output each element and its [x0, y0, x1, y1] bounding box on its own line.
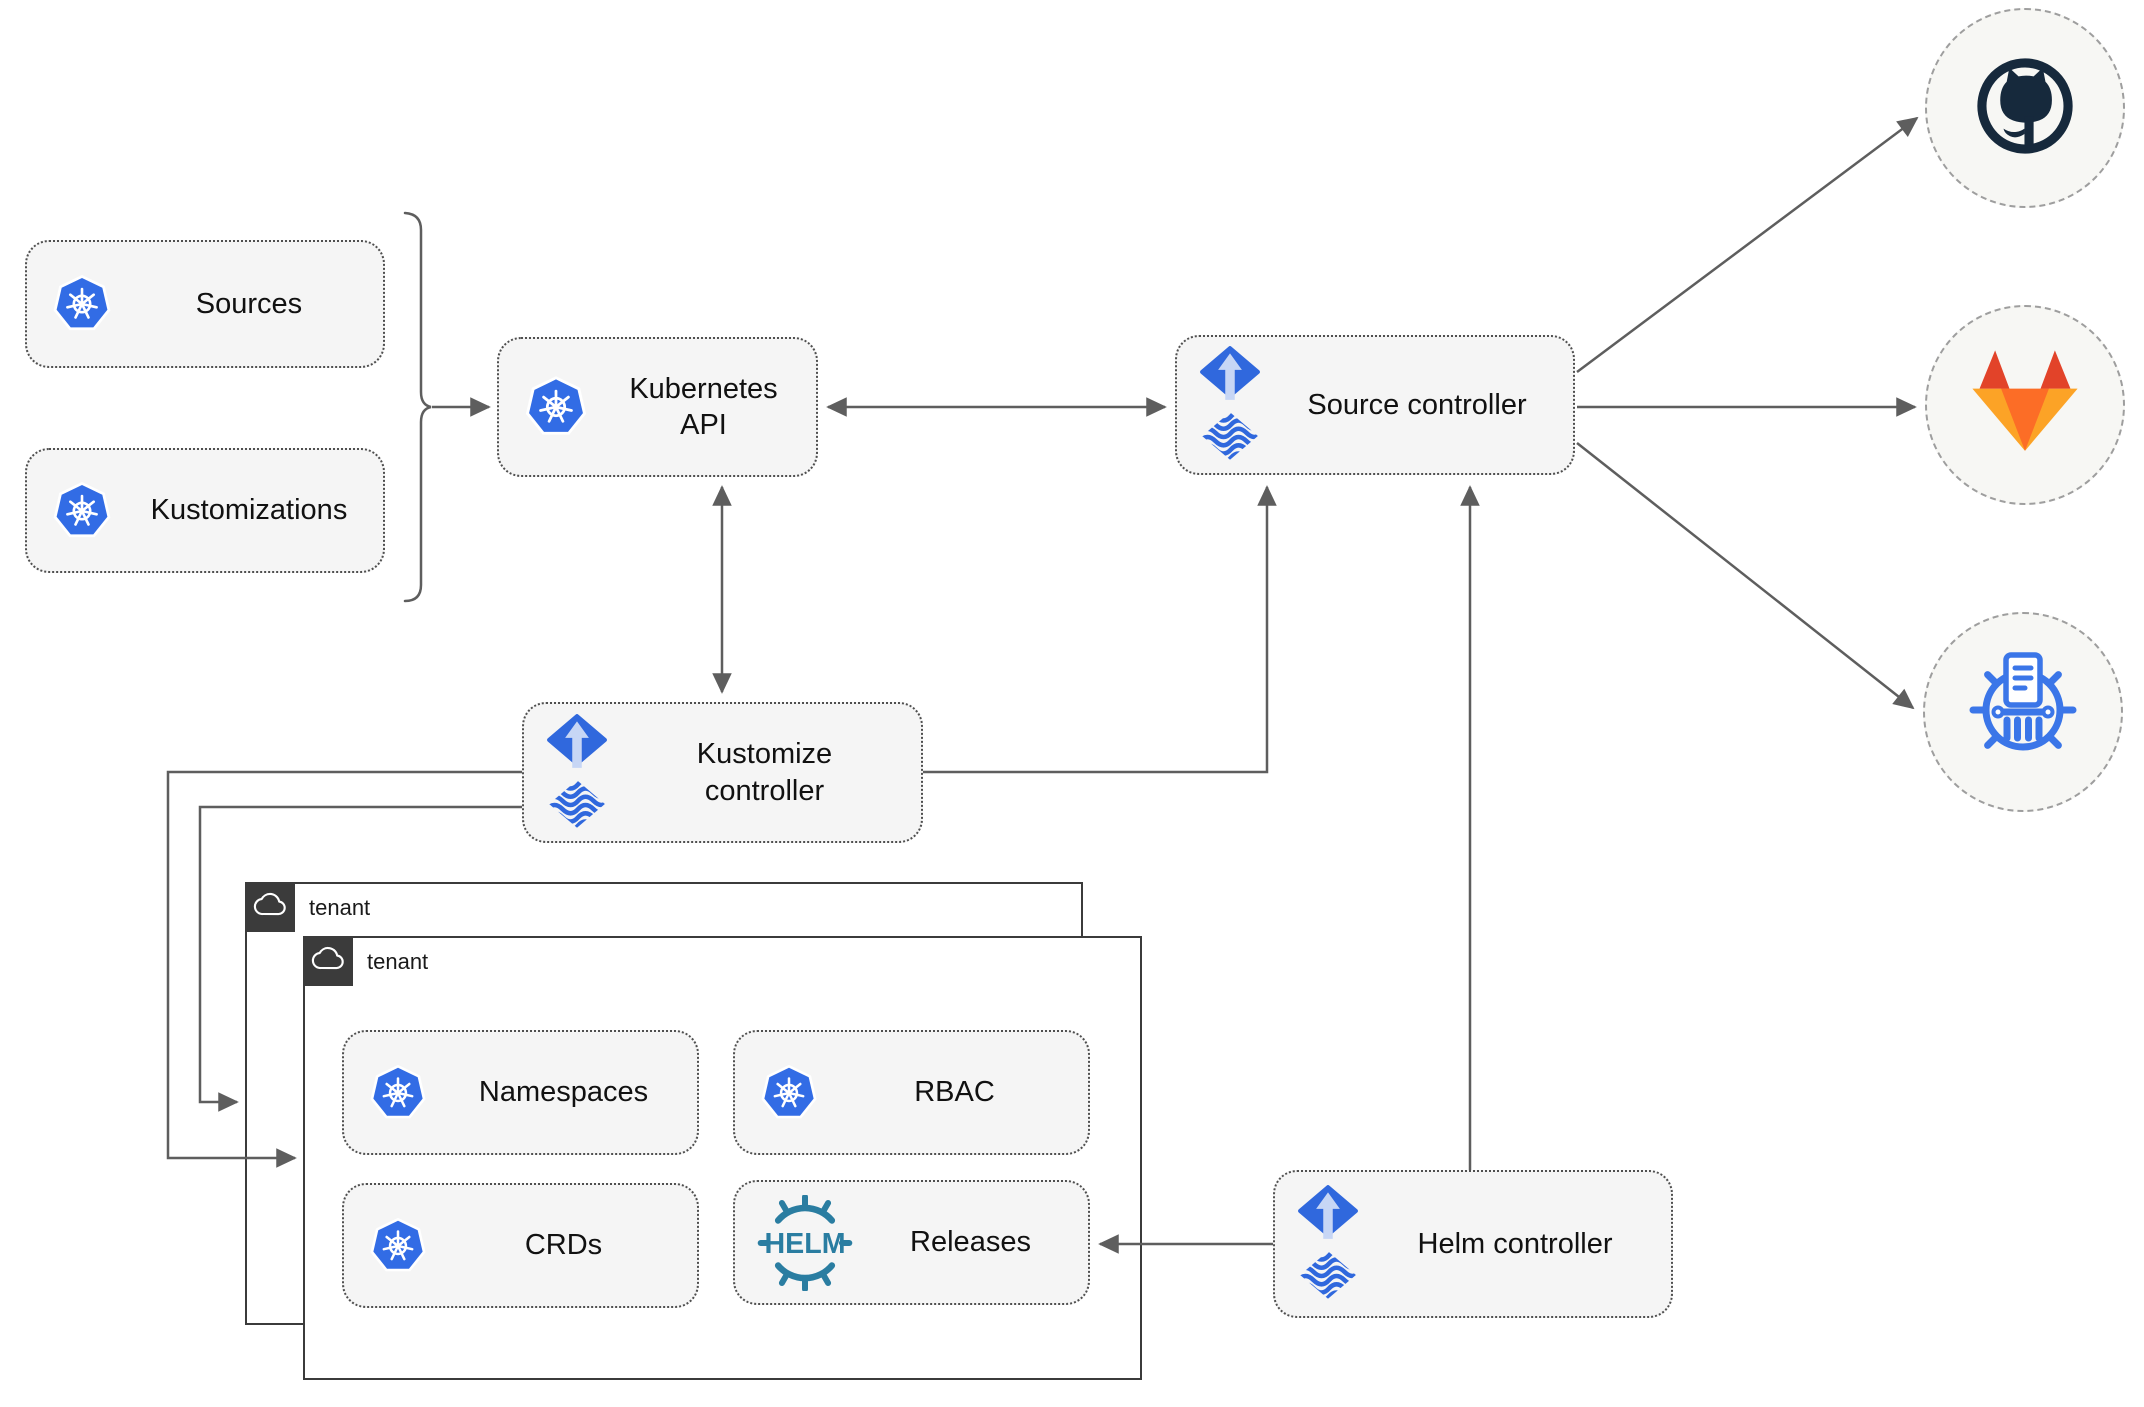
node-label: Kustomize controller	[696, 738, 833, 807]
node-label: Namespaces	[478, 1076, 649, 1109]
flux-icon	[1199, 346, 1261, 464]
node-kustomizations: Kustomizations	[25, 448, 385, 573]
node-label: CRDs	[524, 1229, 603, 1262]
kubernetes-icon	[757, 1061, 821, 1125]
node-namespaces: Namespaces	[342, 1030, 699, 1155]
github-icon	[1969, 50, 2081, 167]
external-gitlab	[1925, 305, 2125, 505]
kubernetes-icon	[49, 478, 115, 544]
helm-icon: HELM	[757, 1194, 853, 1291]
kubernetes-icon	[521, 372, 591, 442]
tenant-label: tenant	[367, 949, 429, 974]
gitlab-icon	[1965, 348, 2085, 463]
helm-wordmark: HELM	[764, 1228, 845, 1260]
flux-icon	[546, 714, 608, 832]
cloud-icon	[311, 943, 345, 978]
node-releases: HELM Releases	[733, 1180, 1090, 1305]
node-kubernetes-api: Kubernetes API	[497, 337, 818, 477]
external-chart-repository	[1923, 612, 2123, 812]
node-label: Helm controller	[1417, 1227, 1613, 1260]
external-github	[1925, 8, 2125, 208]
kubernetes-icon	[366, 1061, 430, 1125]
node-label: Source controller	[1307, 388, 1527, 421]
node-kustomize-controller: Kustomize controller	[522, 702, 923, 843]
tenant-header	[302, 935, 353, 986]
node-helm-controller: Helm controller	[1273, 1170, 1673, 1318]
kubernetes-icon	[366, 1214, 430, 1278]
node-label: Releases	[910, 1226, 1031, 1259]
node-label: Sources	[195, 287, 303, 320]
node-source-controller: Source controller	[1175, 335, 1575, 475]
node-label: Kubernetes API	[629, 372, 778, 441]
chartmuseum-icon	[1962, 649, 2084, 776]
bracket-sources-group	[403, 211, 432, 603]
flux-icon	[1297, 1185, 1359, 1303]
tenant-box-front: tenant	[302, 935, 1142, 1380]
node-sources: Sources	[25, 240, 385, 368]
node-label: RBAC	[914, 1076, 995, 1109]
arrow-kustomize-to-source-controller	[923, 485, 1277, 774]
node-label: Kustomizations	[150, 494, 348, 527]
arrow-source-to-chart-repository	[1576, 442, 1915, 710]
tenant-header	[244, 881, 295, 932]
node-crds: CRDs	[342, 1183, 699, 1308]
kubernetes-icon	[49, 271, 115, 337]
arrow-source-to-github	[1576, 116, 1919, 374]
tenant-label: tenant	[309, 895, 371, 920]
cloud-icon	[253, 889, 287, 924]
node-rbac: RBAC	[733, 1030, 1090, 1155]
